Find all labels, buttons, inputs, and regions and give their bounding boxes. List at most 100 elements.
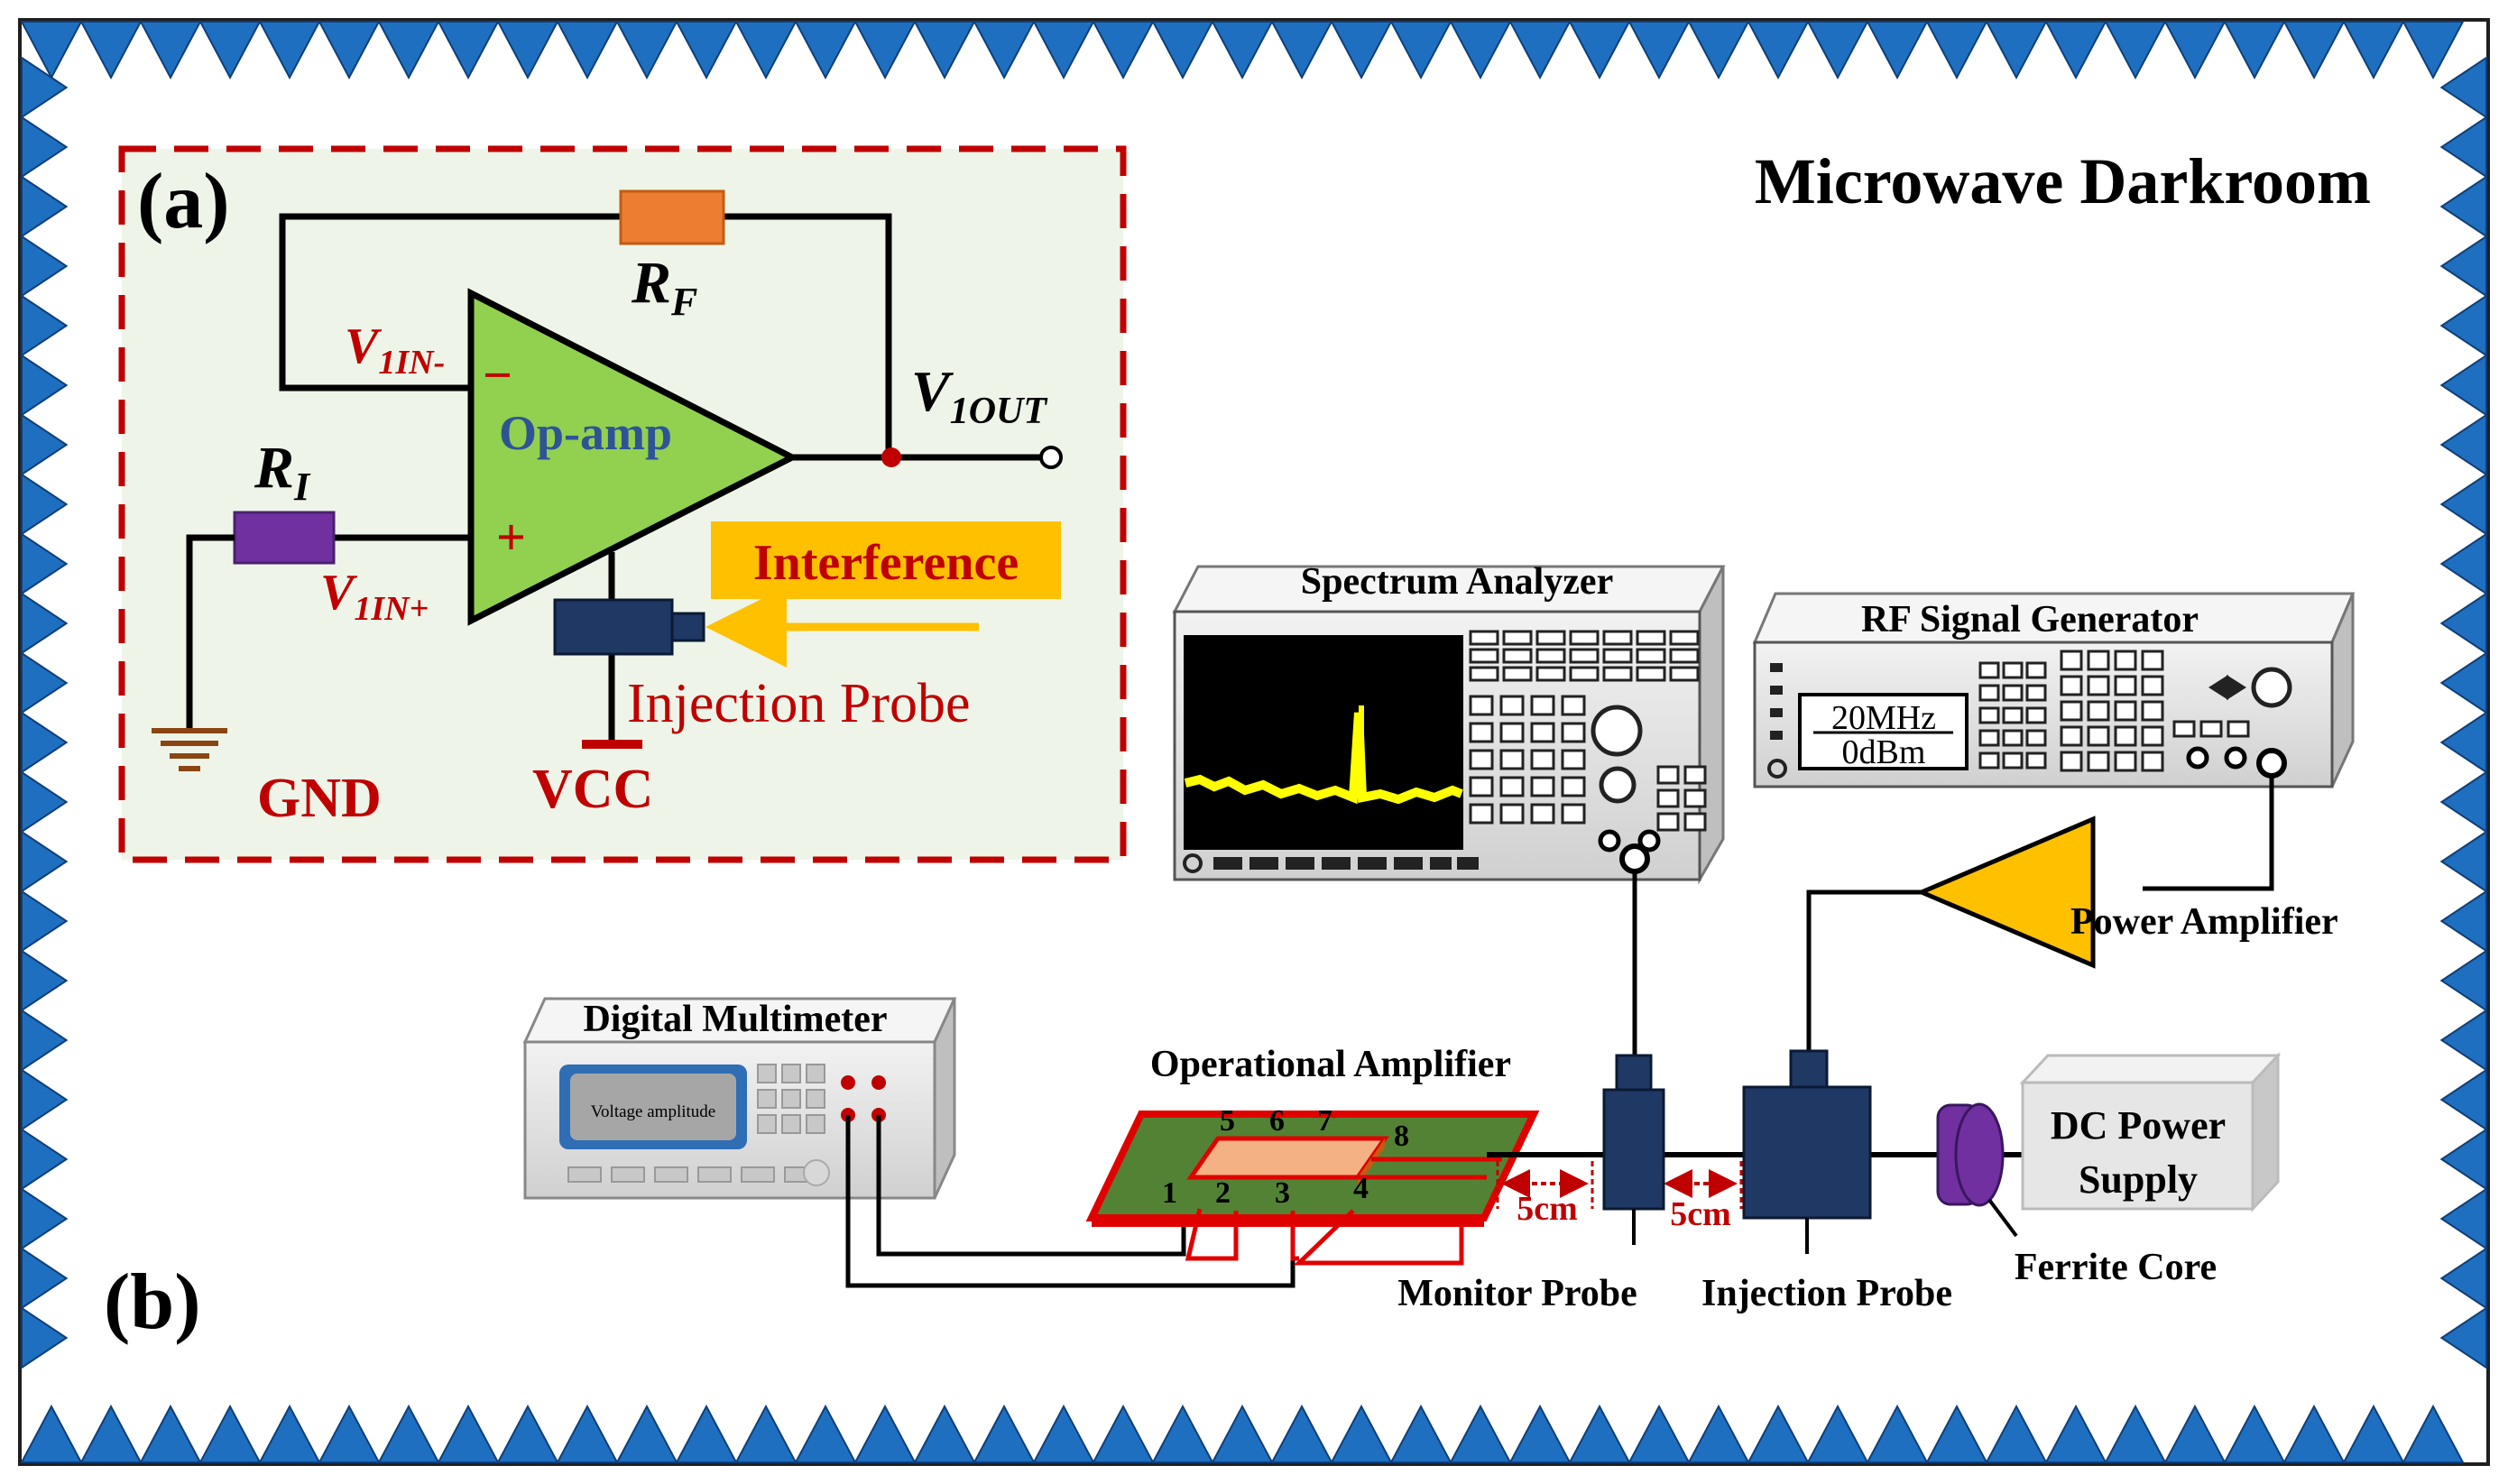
- keypad-key: [757, 1089, 777, 1109]
- svg-text:8: 8: [1394, 1120, 1409, 1153]
- dc-power-label-1: DC Power: [2051, 1103, 2226, 1148]
- absorber-tooth: [853, 21, 917, 80]
- absorber-tooth: [21, 115, 69, 179]
- absorber-tooth: [1568, 1404, 1631, 1463]
- rf-label: RF: [631, 250, 697, 324]
- keypad-key: [757, 1114, 777, 1134]
- svg-text:5: 5: [1220, 1104, 1235, 1138]
- absorber-tooth: [21, 235, 69, 298]
- keypad-key: [1502, 630, 1533, 646]
- keypad-key: [1569, 630, 1600, 646]
- absorber-tooth: [2282, 21, 2346, 80]
- keypad-key: [1636, 630, 1666, 646]
- spectrum-trace: [1184, 712, 1463, 805]
- absorber-tooth: [2439, 56, 2487, 119]
- absorber-tooth: [496, 1404, 559, 1463]
- absorber-tooth: [377, 21, 440, 80]
- svg-text:7: 7: [1317, 1104, 1332, 1138]
- absorber-tooth: [21, 830, 69, 893]
- spectrum-analyzer: Spectrum Analyzer: [1172, 561, 1726, 885]
- injection-probe-a-tip: [670, 612, 705, 642]
- spectrum-bottom-buttons: [1213, 857, 1479, 870]
- absorber-tooth: [1330, 21, 1393, 80]
- absorber-tooth: [1211, 21, 1274, 80]
- keypad-key: [2141, 751, 2164, 772]
- opamp-board-label: Operational Amplifier: [1150, 1044, 1511, 1085]
- output-terminal: [1039, 446, 1063, 469]
- absorber-tooth: [377, 1404, 440, 1463]
- absorber-tooth: [318, 21, 381, 80]
- keypad-key: [2060, 650, 2083, 671]
- absorber-tooth: [1032, 21, 1095, 80]
- absorber-tooth: [496, 21, 559, 80]
- keypad-key: [2002, 751, 2024, 770]
- absorber-tooth: [21, 1009, 69, 1072]
- keypad-key: [1499, 695, 1525, 716]
- absorber-tooth: [21, 175, 69, 238]
- absorber-tooth: [615, 21, 678, 80]
- absorber-tooth: [2439, 1306, 2487, 1369]
- absorber-tooth: [2439, 889, 2487, 953]
- absorber-tooth: [1449, 1404, 1512, 1463]
- monitor-probe: Monitor Probe: [1397, 871, 1665, 1314]
- absorber-tooth: [1389, 21, 1452, 80]
- keypad-key: [2141, 675, 2164, 696]
- spectrum-dial: [1599, 766, 1637, 804]
- spacing-2-label: 5cm: [1670, 1195, 1731, 1233]
- absorber-tooth: [20, 21, 83, 80]
- resistor-rf: [619, 189, 725, 245]
- absorber-tooth: [21, 294, 69, 357]
- feedback-wire-left: [279, 213, 621, 392]
- keypad-key: [1683, 812, 1707, 832]
- absorber-tooth: [139, 21, 202, 80]
- dc-power-supply: DC Power Supply: [2019, 1052, 2282, 1212]
- absorber-tooth: [21, 889, 69, 953]
- gnd-label: GND: [257, 768, 382, 829]
- absorber-tooth: [2104, 1404, 2167, 1463]
- keypad-key: [2002, 729, 2024, 747]
- absorber-tooth: [2439, 294, 2487, 357]
- room-title: Microwave Darkroom: [1755, 145, 2371, 217]
- svg-text:4: 4: [1353, 1172, 1369, 1205]
- absorber-tooth: [1270, 1404, 1333, 1463]
- power-amplifier-label: Power Amplifier: [2070, 901, 2338, 943]
- keypad-key: [1469, 666, 1499, 682]
- absorber-tooth: [79, 1404, 143, 1463]
- absorber-tooth: [21, 1247, 69, 1310]
- absorber-tooth: [20, 1404, 83, 1463]
- absorber-tooth: [21, 1306, 69, 1369]
- absorber-tooth: [794, 1404, 857, 1463]
- spectrum-analyzer-label: Spectrum Analyzer: [1301, 561, 1613, 603]
- absorber-tooth: [198, 21, 262, 80]
- keypad-key: [2025, 684, 2047, 702]
- absorber-tooth: [2439, 115, 2487, 179]
- absorber-tooth: [1389, 1404, 1452, 1463]
- absorber-tooth: [318, 1404, 381, 1463]
- absorber-tooth: [2044, 21, 2107, 80]
- svg-text:2: 2: [1215, 1176, 1231, 1210]
- keypad-key: [1561, 722, 1586, 743]
- absorber-tooth: [1032, 1404, 1095, 1463]
- keypad-key: [1669, 630, 1700, 646]
- absorber-tooth: [2439, 1009, 2487, 1072]
- rf-generator-label: RF Signal Generator: [1861, 599, 2199, 641]
- absorber-tooth: [1747, 1404, 1810, 1463]
- absorber-tooth: [556, 21, 619, 80]
- keypad-key: [1561, 695, 1586, 716]
- keypad-key: [1636, 666, 1666, 682]
- keypad-key: [2172, 720, 2196, 738]
- keypad-key: [2114, 675, 2137, 696]
- keypad-key: [2141, 725, 2164, 747]
- keypad-key: [2087, 751, 2110, 772]
- absorber-tooth: [2439, 1187, 2487, 1250]
- absorber-tooth: [1092, 1404, 1155, 1463]
- keypad-key: [1561, 749, 1586, 770]
- svg-text:1: 1: [1162, 1176, 1177, 1210]
- absorber-tooth: [794, 21, 857, 80]
- absorber-tooth: [1985, 21, 2048, 80]
- keypad-key: [1469, 648, 1499, 664]
- keypad-key: [1535, 630, 1566, 646]
- absorber-tooth: [2439, 830, 2487, 893]
- rf-signal-generator: RF Signal Generator 20MHz 0dBm: [1752, 592, 2356, 788]
- keypad-key: [2087, 650, 2110, 671]
